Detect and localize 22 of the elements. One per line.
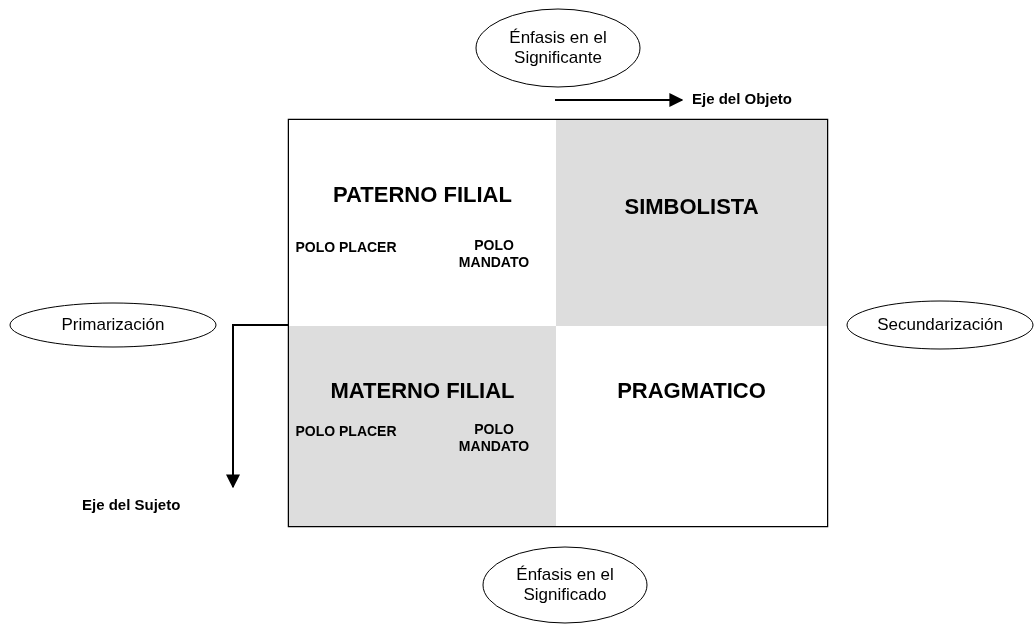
ellipse-label: Énfasis en el Significante xyxy=(508,28,608,68)
pole-label: POLO PLACER xyxy=(294,239,398,256)
ellipse-node xyxy=(482,546,648,624)
pole-label: POLO MANDATO xyxy=(457,237,531,271)
axis-label: Eje del Sujeto xyxy=(82,496,181,513)
quadrant-cell xyxy=(556,326,827,526)
pole-label: POLO MANDATO xyxy=(457,421,531,455)
quadrant-cell xyxy=(556,120,827,326)
quadrant-title: SIMBOLISTA xyxy=(623,194,760,220)
ellipse-node xyxy=(475,8,641,88)
quadrant-title: PATERNO FILIAL xyxy=(332,182,513,208)
quadrant-cell xyxy=(289,326,556,526)
quadrant-title: MATERNO FILIAL xyxy=(329,378,516,404)
quadrant-cell xyxy=(289,120,556,326)
quadrant-title: PRAGMATICO xyxy=(616,378,767,404)
ellipse-label: Secundarización xyxy=(876,315,1004,335)
ellipse-node xyxy=(846,300,1034,350)
ellipse-label: Énfasis en el Significado xyxy=(515,565,615,605)
axis-label: Eje del Objeto xyxy=(692,90,793,107)
pole-label: POLO PLACER xyxy=(294,423,398,440)
ellipse-node xyxy=(9,302,217,348)
ellipse-label: Primarización xyxy=(60,315,166,335)
